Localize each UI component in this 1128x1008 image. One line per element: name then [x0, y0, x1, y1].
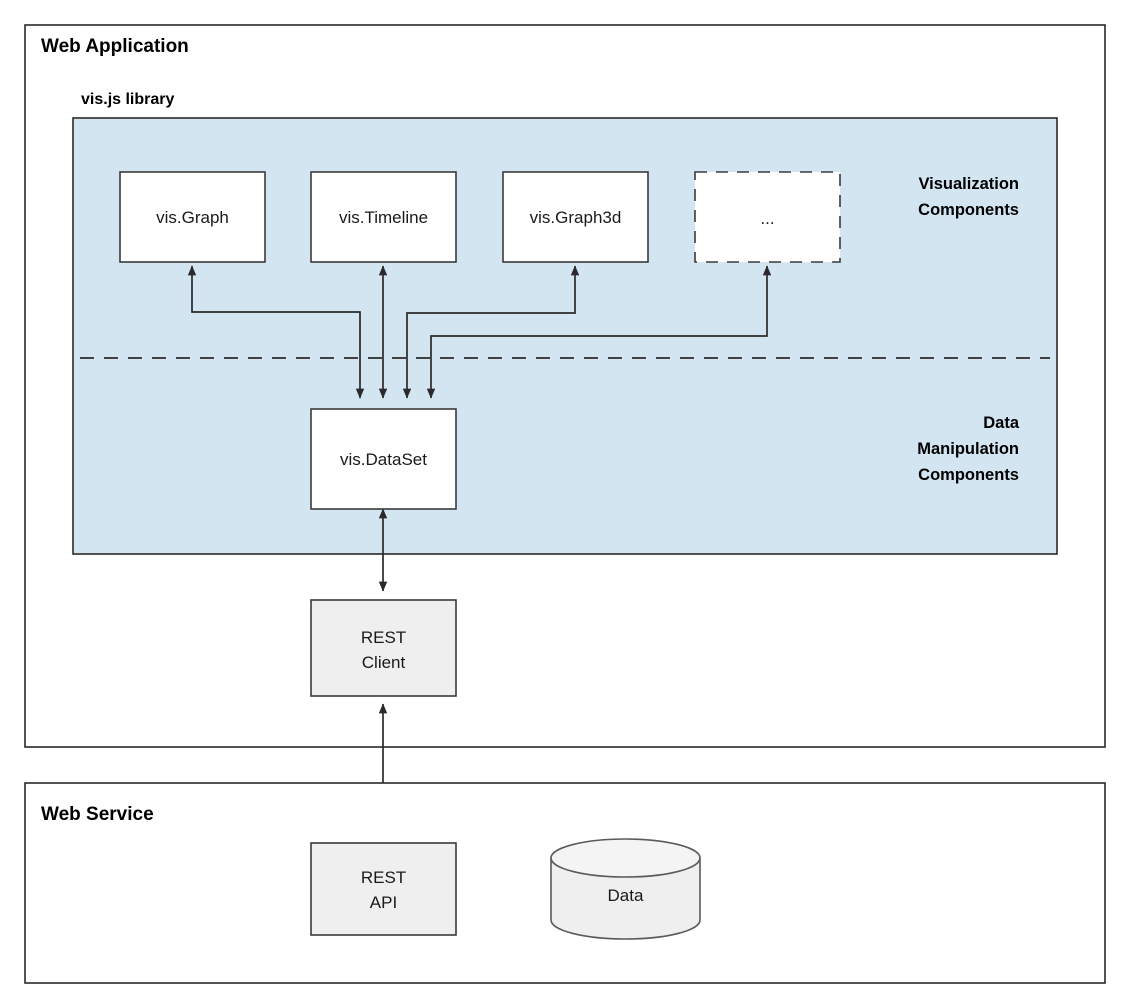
node-vis-graph[interactable]: vis.Graph	[119, 171, 266, 263]
node-vis-timeline-label: vis.Timeline	[339, 208, 428, 227]
node-data-store-label: Data	[608, 886, 644, 905]
connector-dataset-graph	[187, 265, 365, 399]
node-rest-client-label-line2: Client	[362, 653, 406, 672]
node-rest-api[interactable]: REST API	[310, 842, 457, 936]
node-data-store[interactable]: Data	[550, 838, 701, 940]
node-rest-client[interactable]: REST Client	[310, 599, 457, 697]
data-manipulation-label-line2: Manipulation	[917, 440, 1019, 458]
visualization-components-label-line1: Visualization	[918, 175, 1019, 193]
vis-js-library-label: vis.js library	[81, 91, 174, 108]
web-service-label: Web Service	[41, 804, 154, 825]
node-vis-more-label: ...	[760, 209, 774, 228]
node-vis-graph-label: vis.Graph	[156, 208, 229, 227]
connector-dataset-more	[426, 265, 772, 399]
node-rest-api-label-line2: API	[370, 893, 397, 912]
node-rest-api-label-line1: REST	[361, 868, 406, 887]
node-rest-client-label-line1: REST	[361, 628, 406, 647]
node-vis-dataset[interactable]: vis.DataSet	[310, 408, 457, 510]
data-manipulation-label-line1: Data	[983, 414, 1020, 432]
data-manipulation-label-line3: Components	[918, 466, 1019, 484]
node-vis-dataset-label: vis.DataSet	[340, 450, 427, 469]
node-vis-graph3d-label: vis.Graph3d	[530, 208, 622, 227]
node-vis-graph3d[interactable]: vis.Graph3d	[502, 171, 649, 263]
web-application-label: Web Application	[41, 36, 189, 57]
node-vis-timeline[interactable]: vis.Timeline	[310, 171, 457, 263]
visualization-components-label-line2: Components	[918, 201, 1019, 219]
node-vis-more[interactable]: ...	[694, 171, 841, 263]
